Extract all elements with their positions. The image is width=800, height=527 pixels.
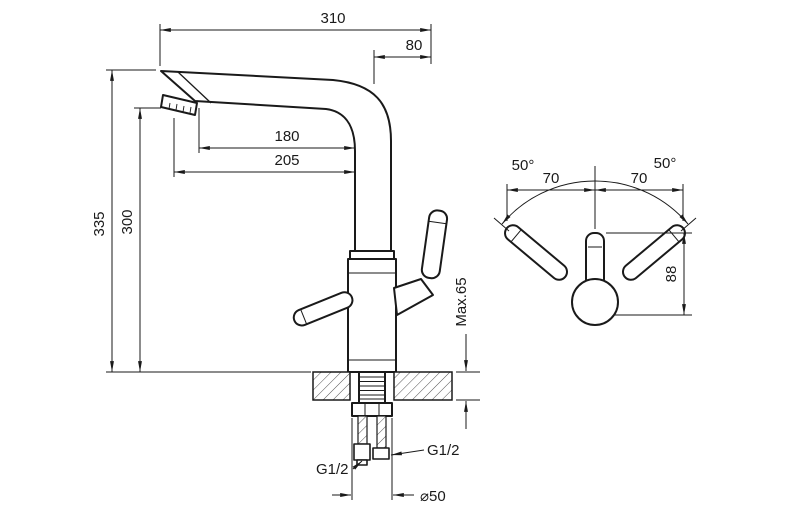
lever-right xyxy=(622,224,686,281)
spout-tube xyxy=(160,70,392,252)
dim-label-max65: Max.65 xyxy=(453,277,470,326)
countertop-section xyxy=(312,371,453,401)
lever-left xyxy=(504,224,568,281)
dim-label-80: 80 xyxy=(406,37,423,54)
mounting-parts xyxy=(351,371,393,466)
faucet-outline xyxy=(160,70,449,373)
dim-label-70-left: 70 xyxy=(543,170,560,187)
countertop-left xyxy=(312,371,351,401)
angle-arc xyxy=(501,180,689,225)
aerator xyxy=(160,94,198,116)
supply-hose-right xyxy=(376,415,387,449)
riser-collar xyxy=(349,250,395,260)
right-handle-joint xyxy=(393,278,434,316)
handle-levers xyxy=(504,224,686,281)
aerator-teeth xyxy=(168,102,192,114)
extension-lines xyxy=(106,24,480,500)
hose-fitting-right xyxy=(372,447,390,460)
dim-label-310: 310 xyxy=(320,10,345,27)
leader-g12-right xyxy=(390,449,425,456)
dim-label-180: 180 xyxy=(274,128,299,145)
shank-threads xyxy=(360,376,384,400)
dim-label-205: 205 xyxy=(274,152,299,169)
dim-label-88: 88 xyxy=(663,266,680,283)
dim-label-70-right: 70 xyxy=(631,170,648,187)
supply-hose-left xyxy=(357,415,368,445)
hose-fitting-left xyxy=(353,443,371,461)
mounting-nut xyxy=(351,402,393,417)
faucet-body xyxy=(347,258,397,373)
top-view: 50° 50° 70 70 88 xyxy=(493,155,697,326)
side-view: 310 80 180 205 335 300 Max.65 G1/2 G1/2 … xyxy=(91,10,480,505)
dim-label-angle-right: 50° xyxy=(654,155,677,172)
countertop-right xyxy=(393,371,453,401)
dim-label-300: 300 xyxy=(119,209,136,234)
dim-label-335: 335 xyxy=(91,211,108,236)
dim-label-angle-left: 50° xyxy=(512,157,535,174)
lever-axis-ext-left xyxy=(493,217,510,232)
leader-g12-left xyxy=(352,460,363,470)
lever-axis-ext-right xyxy=(680,217,697,232)
right-handle xyxy=(420,209,449,280)
left-handle xyxy=(292,291,354,327)
base-circle xyxy=(571,278,619,326)
side-view-dimensions: 310 80 180 205 335 300 Max.65 G1/2 G1/2 … xyxy=(91,10,480,505)
dim-label-g12-left: G1/2 xyxy=(316,461,349,478)
spout-joint-line xyxy=(177,71,212,104)
dim-label-g12-right: G1/2 xyxy=(427,442,460,459)
top-view-dimensions: 50° 50° 70 70 88 xyxy=(493,155,697,316)
dim-label-dia50: ⌀50 xyxy=(420,488,446,505)
